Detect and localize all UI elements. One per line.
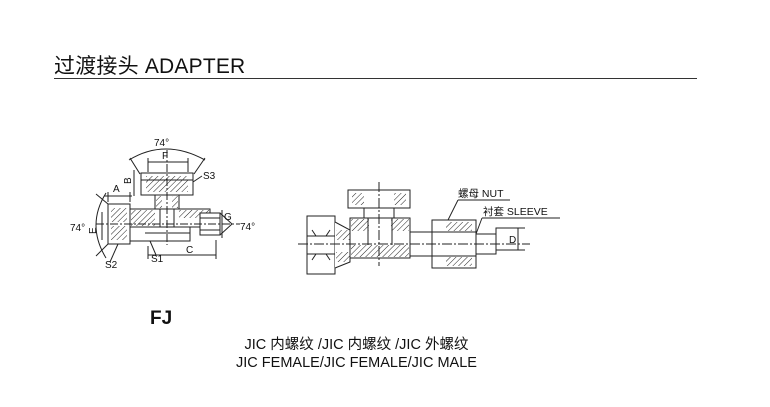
label-D: D — [509, 235, 516, 246]
assembly-view — [298, 182, 560, 275]
label-A: A — [113, 184, 120, 195]
label-B: B — [123, 177, 134, 184]
label-G: G — [224, 212, 232, 223]
label-angle-right: 74° — [240, 222, 255, 233]
top-angle-arc — [128, 148, 206, 161]
callout-nut: 螺母 NUT — [458, 188, 504, 200]
label-F: F — [162, 151, 168, 162]
callout-sleeve: 衬套 SLEEVE — [483, 205, 548, 218]
dimensioned-view — [95, 148, 240, 263]
label-S2: S2 — [105, 260, 118, 271]
label-C: C — [186, 245, 193, 256]
page-title: 过渡接头 ADAPTER — [54, 55, 246, 78]
label-E: E — [88, 227, 99, 234]
description-cn: JIC 内螺纹 /JIC 内螺纹 /JIC 外螺纹 — [244, 337, 469, 353]
description-en: JIC FEMALE/JIC FEMALE/JIC MALE — [236, 355, 477, 371]
title-divider — [54, 78, 697, 79]
label-S3: S3 — [203, 171, 216, 182]
label-angle-top: 74° — [154, 138, 169, 149]
label-S1: S1 — [151, 254, 164, 265]
model-code: FJ — [150, 308, 173, 329]
assembly-left-nut — [306, 215, 336, 275]
label-angle-left: 74° — [70, 223, 85, 234]
left-angle-arc — [95, 192, 107, 259]
